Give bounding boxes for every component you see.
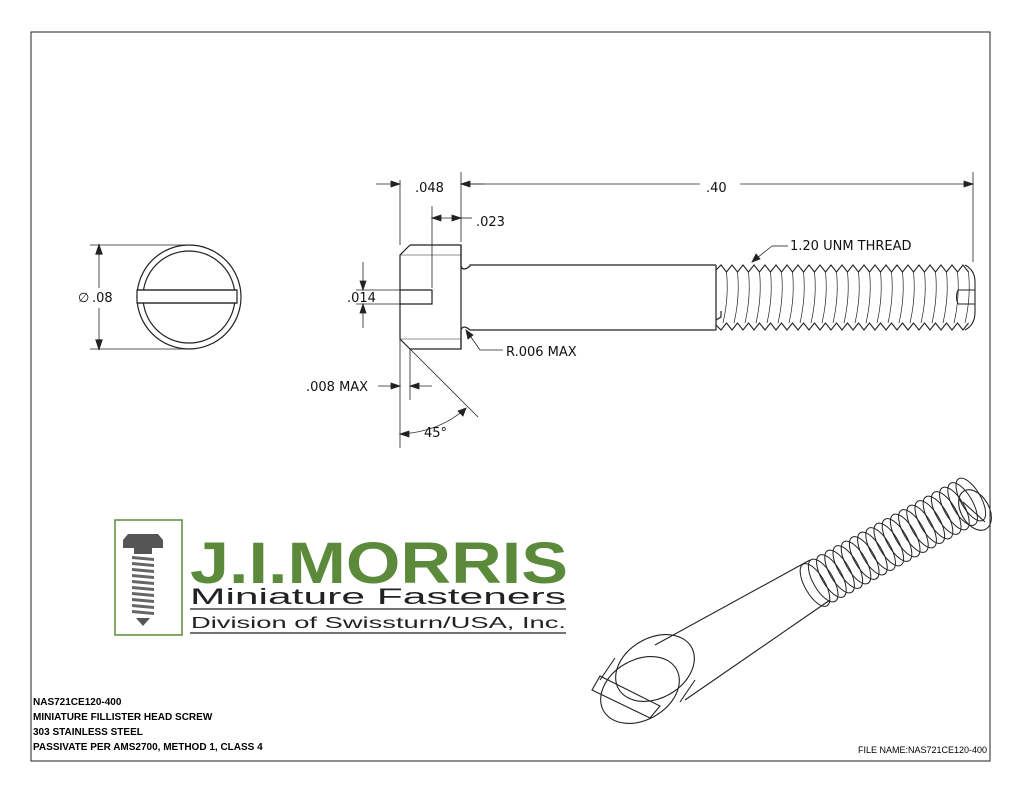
thread-leader bbox=[751, 245, 788, 263]
logo-division: Division of Swissturn/USA, Inc. bbox=[191, 615, 566, 632]
part-number-note: NAS721CE120-400 bbox=[33, 697, 122, 708]
thread-spec: 1.20 UNM THREAD bbox=[790, 239, 912, 254]
finish-note: PASSIVATE PER AMS2700, METHOD 1, CLASS 4 bbox=[33, 742, 263, 753]
head-length-dim: .048 bbox=[415, 181, 444, 196]
slot-depth-dim: .023 bbox=[476, 215, 505, 230]
sheet-border bbox=[30, 31, 991, 762]
end-view bbox=[90, 243, 242, 351]
chamfer-dimensions bbox=[378, 339, 479, 448]
side-view bbox=[399, 244, 722, 350]
isometric-threads bbox=[799, 477, 987, 607]
diameter-value: .08 bbox=[92, 291, 113, 306]
slot-width-dim: .014 bbox=[347, 291, 376, 306]
fillet-leader bbox=[465, 329, 503, 351]
logo-tagline: Miniature Fasteners bbox=[190, 584, 566, 609]
top-dimensions bbox=[376, 172, 975, 288]
thread-profile bbox=[715, 264, 970, 331]
angle-dim: 45° bbox=[424, 426, 447, 441]
file-name: FILE NAME:NAS721CE120-400 bbox=[858, 745, 988, 755]
screw-logo-icon bbox=[123, 534, 163, 626]
material-note: 303 STAINLESS STEEL bbox=[33, 727, 143, 738]
chamfer-dim: .008 MAX bbox=[306, 380, 368, 395]
fillet-dim: R.006 MAX bbox=[506, 345, 577, 360]
overall-length-dim: .40 bbox=[706, 181, 727, 196]
slot-width-dimension bbox=[356, 262, 400, 328]
diameter-symbol: ∅ bbox=[78, 291, 89, 306]
thread-end bbox=[955, 264, 976, 331]
logo-name: J.I.MORRIS bbox=[190, 531, 568, 596]
company-logo: J.I.MORRIS Miniature Fasteners Division … bbox=[114, 519, 568, 636]
description-note: MINIATURE FILLISTER HEAD SCREW bbox=[33, 712, 213, 723]
isometric-view bbox=[591, 489, 992, 724]
